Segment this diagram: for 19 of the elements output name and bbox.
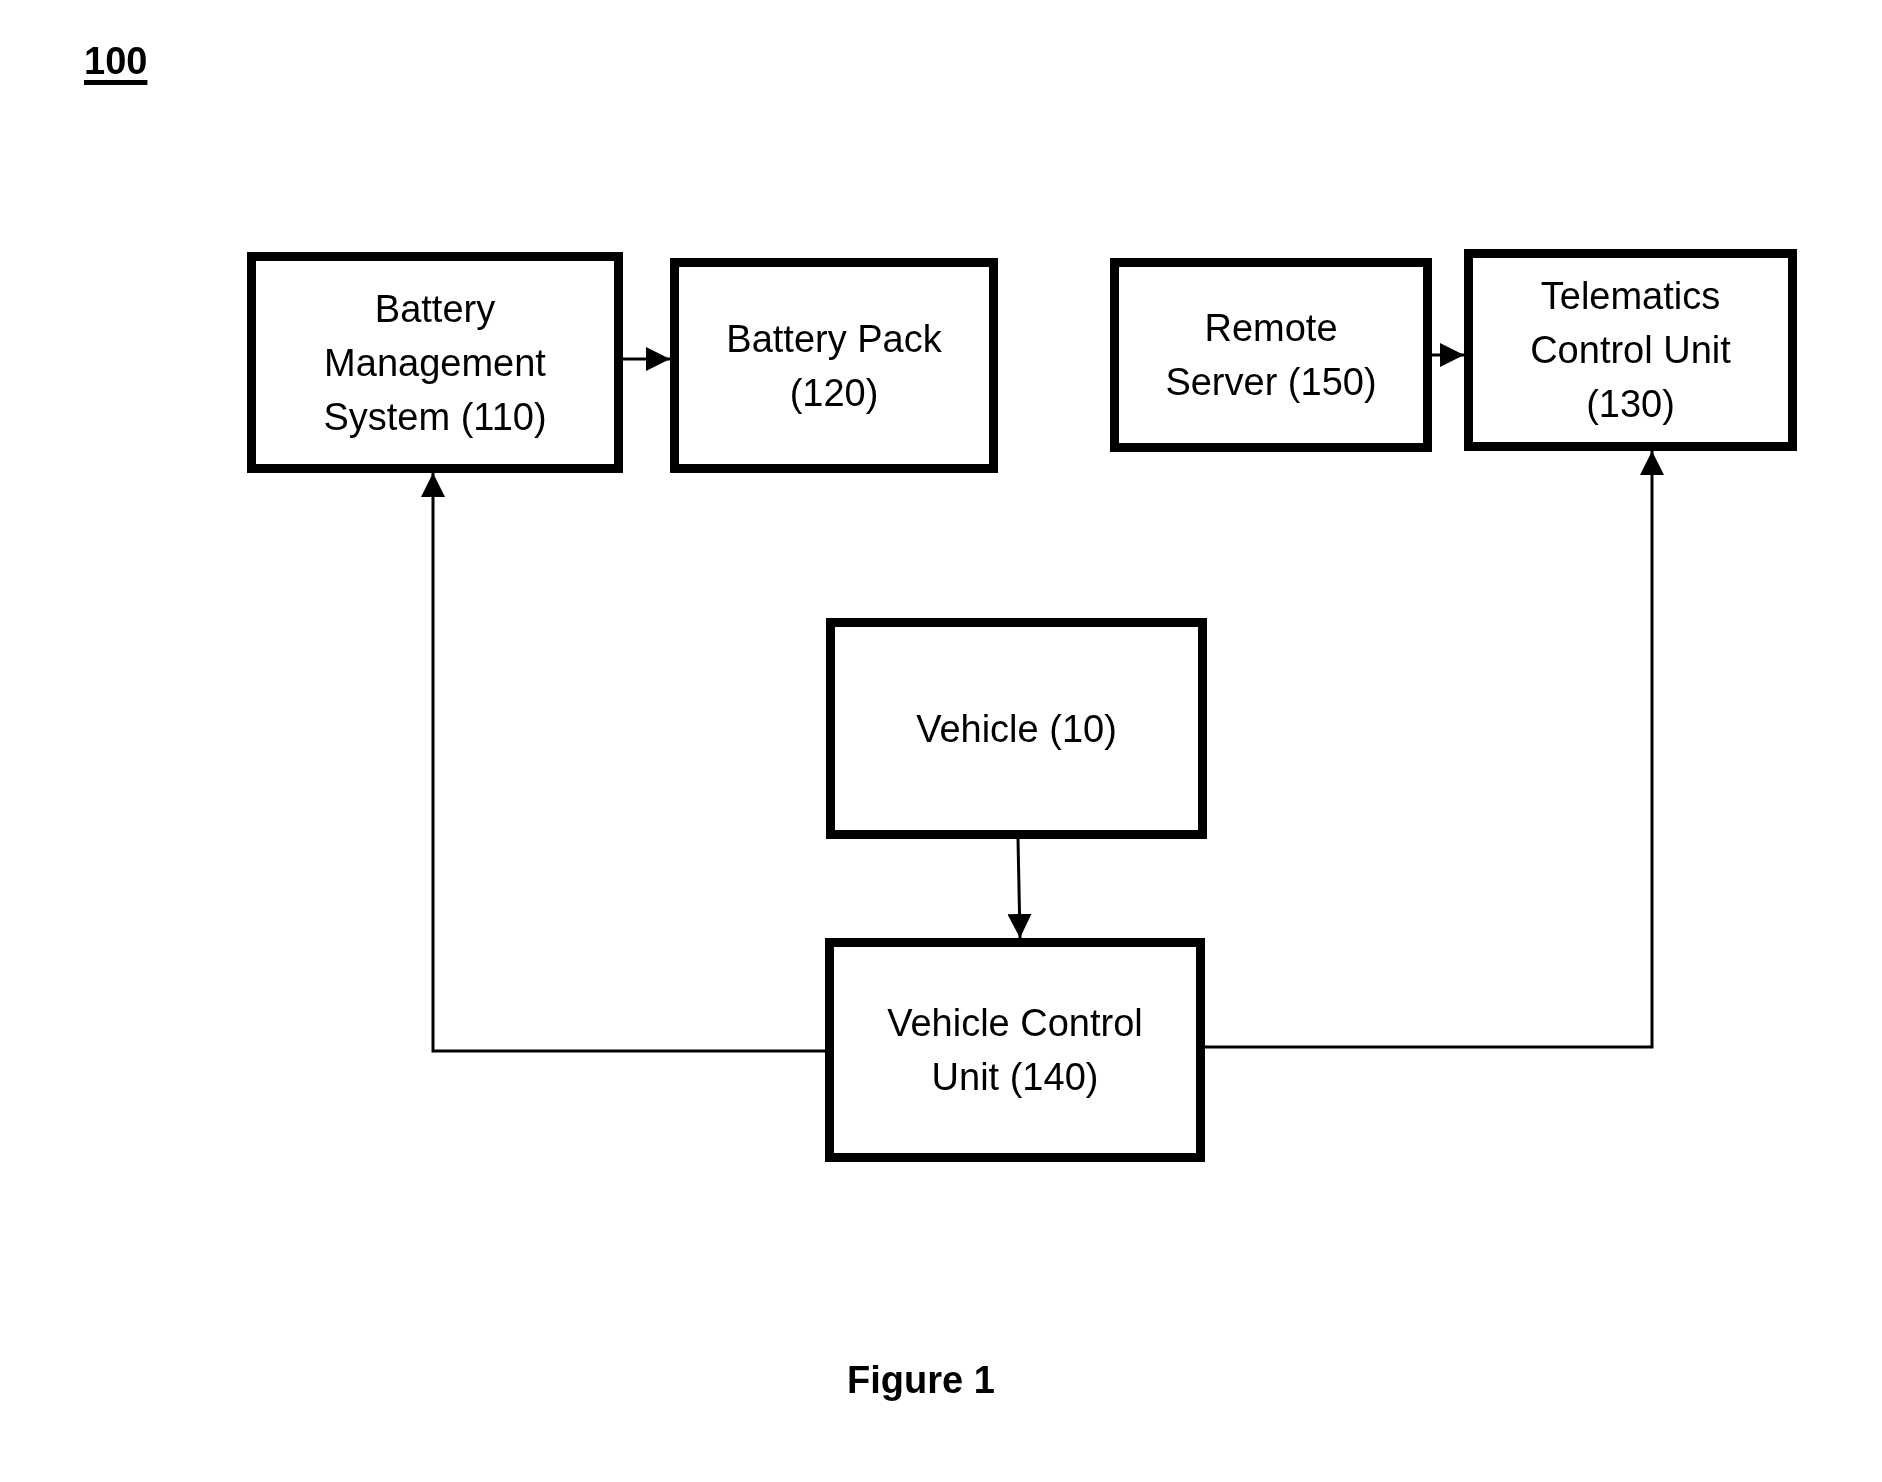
block-box <box>826 618 1207 839</box>
block-box <box>247 252 623 473</box>
block-box <box>670 258 998 473</box>
block-label: Telematics Control Unit (130) <box>1529 274 1732 427</box>
arrow <box>1205 451 1664 1049</box>
block-box <box>1464 249 1797 451</box>
arrow <box>421 473 825 1053</box>
block-label: Remote Server (150) <box>1164 306 1378 405</box>
block-label: Vehicle (10) <box>916 706 1117 752</box>
block-label: Vehicle Control Unit (140) <box>886 1001 1144 1100</box>
block-box <box>1110 258 1432 452</box>
arrow <box>1432 343 1464 367</box>
block-label: Battery Management System (110) <box>322 286 548 440</box>
block-label: Battery Pack (120) <box>725 316 943 416</box>
figure-caption: Figure 1 <box>847 1358 995 1403</box>
arrow <box>623 347 670 371</box>
arrow <box>1007 838 1032 939</box>
block-box <box>825 938 1205 1162</box>
figure-number: 100 <box>84 39 148 84</box>
